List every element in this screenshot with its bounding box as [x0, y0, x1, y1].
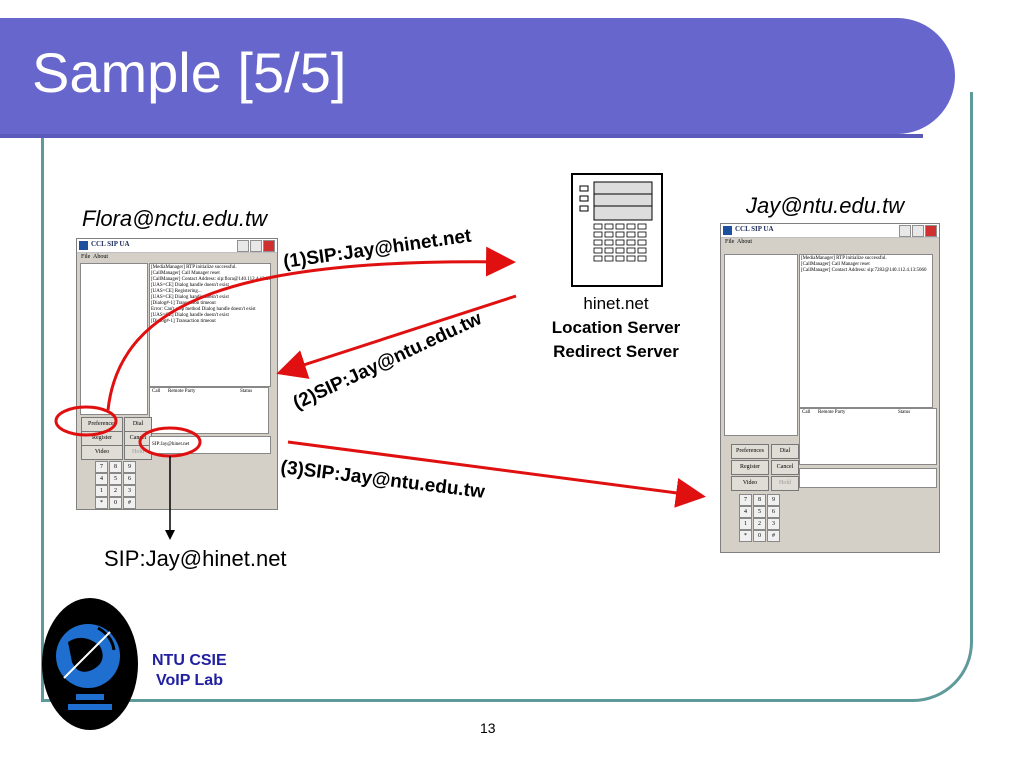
menu-about[interactable]: About: [93, 254, 109, 260]
dial-input[interactable]: SIP:Jay@hinet.net: [149, 436, 271, 454]
close-icon[interactable]: [263, 240, 275, 252]
slide-frame: [41, 92, 973, 702]
footer-line-2: VoIP Lab: [156, 672, 223, 689]
col-remote-party: Remote Party: [818, 410, 846, 415]
left-menu-bar: File About: [81, 254, 108, 260]
keypad-key-4[interactable]: 4: [95, 473, 108, 485]
maximize-icon[interactable]: [912, 225, 924, 237]
keypad-key-hash[interactable]: #: [767, 530, 780, 542]
log-line: [CallManager] Call Manager reset: [801, 262, 870, 267]
register-button[interactable]: Register: [731, 460, 769, 475]
col-remote-party: Remote Party: [168, 389, 196, 394]
keypad-key-7[interactable]: 7: [739, 494, 752, 506]
dial-input[interactable]: [799, 468, 937, 488]
preferences-highlight-oval: [54, 405, 118, 437]
log-line: [CallManager] Call Manager reset: [151, 271, 220, 276]
keypad-key-5[interactable]: 5: [753, 506, 766, 518]
log-line: [MediaManager] RTP initialize successful…: [801, 256, 887, 261]
keypad-key-5[interactable]: 5: [109, 473, 122, 485]
keypad-key-8[interactable]: 8: [753, 494, 766, 506]
server-role-location: Location Server: [551, 318, 681, 337]
close-icon[interactable]: [925, 225, 937, 237]
col-status: Status: [240, 389, 253, 394]
minimize-icon[interactable]: [899, 225, 911, 237]
right-client-address: Jay@ntu.edu.tw: [746, 193, 905, 218]
message-1-arrow: [106, 246, 516, 411]
keypad-key-4[interactable]: 4: [739, 506, 752, 518]
keypad-key-hash[interactable]: #: [123, 497, 136, 509]
right-log-panel: [MediaManager] RTP initialize successful…: [799, 254, 933, 408]
keypad-key-star[interactable]: *: [739, 530, 752, 542]
keypad-key-1[interactable]: 1: [95, 485, 108, 497]
right-menu-bar: File About: [725, 239, 752, 245]
minimize-icon[interactable]: [237, 240, 249, 252]
preferences-button[interactable]: Preferences: [731, 444, 769, 459]
keypad-key-9[interactable]: 9: [767, 494, 780, 506]
maximize-icon[interactable]: [250, 240, 262, 252]
log-line: [CallManager] Contact Address: sip:flora…: [151, 277, 271, 282]
left-client-address: Flora@nctu.edu.tw: [82, 206, 267, 231]
app-icon: [723, 226, 732, 235]
log-line: [UAS=CE] Dialog handle doesn't exist: [151, 313, 229, 318]
server-host: hinet.net: [583, 294, 649, 313]
keypad-key-8[interactable]: 8: [109, 461, 122, 473]
title-bar: [0, 18, 955, 134]
keypad-key-6[interactable]: 6: [123, 473, 136, 485]
left-call-table[interactable]: Call Remote Party Status: [149, 387, 269, 434]
left-titlebar: CCL SIP UA: [77, 239, 277, 253]
footer-line-1: NTU CSIE: [152, 652, 227, 669]
left-contact-list[interactable]: [80, 263, 148, 415]
keypad-key-3[interactable]: 3: [123, 485, 136, 497]
dial-button[interactable]: Dial: [771, 444, 799, 459]
col-status: Status: [898, 410, 911, 415]
message-3-arrow: [287, 440, 706, 508]
log-line: [CallManager] Contact Address: sip:7282@…: [801, 268, 927, 273]
cancel-button[interactable]: Cancel: [771, 460, 799, 475]
app-icon: [79, 241, 88, 250]
globe-logo-icon: [42, 598, 138, 730]
right-window-title: CCL SIP UA: [735, 225, 774, 233]
log-line: [UAS=CE] Dialog handle doesn't exist: [151, 295, 229, 300]
log-line: [UAS=CE] Registering...: [151, 289, 202, 294]
col-call: Call: [152, 389, 161, 394]
dial-callout-text: SIP:Jay@hinet.net: [104, 546, 287, 571]
keypad-key-0[interactable]: 0: [753, 530, 766, 542]
video-button[interactable]: Video: [81, 445, 123, 460]
footer-lab-name: NTU CSIE VoIP Lab: [152, 651, 227, 691]
left-log-panel: [MediaManager] RTP initialize successful…: [149, 263, 271, 387]
keypad-key-2[interactable]: 2: [753, 518, 766, 530]
message-2-arrow: [276, 294, 517, 379]
menu-file[interactable]: File: [81, 254, 91, 260]
log-line: [MediaManager] RTP initialize successful…: [151, 265, 237, 270]
left-window-title: CCL SIP UA: [91, 240, 130, 248]
keypad-key-star[interactable]: *: [95, 497, 108, 509]
keypad-key-2[interactable]: 2: [109, 485, 122, 497]
keypad-key-1[interactable]: 1: [739, 518, 752, 530]
col-call: Call: [802, 410, 811, 415]
page-number: 13: [480, 720, 496, 736]
keypad-key-3[interactable]: 3: [767, 518, 780, 530]
right-call-table[interactable]: Call Remote Party Status: [799, 408, 937, 465]
right-titlebar: CCL SIP UA: [721, 224, 939, 238]
menu-file[interactable]: File: [725, 239, 735, 245]
keypad-key-9[interactable]: 9: [123, 461, 136, 473]
video-button[interactable]: Video: [731, 476, 769, 491]
menu-about[interactable]: About: [737, 239, 753, 245]
right-sip-ua-window: CCL SIP UA File About [MediaManager] RTP…: [720, 223, 940, 553]
right-contact-list[interactable]: [724, 254, 798, 436]
title-underline: [0, 134, 923, 138]
log-line: [UAS=CE] Dialog handle doesn't exist: [151, 283, 229, 288]
slide-title: Sample [5/5]: [32, 41, 347, 104]
log-line: [Dialog#-1] Transaction timeout: [151, 319, 216, 324]
server-icon: [571, 173, 663, 287]
dial-input-highlight-oval: [138, 426, 202, 458]
server-role-redirect: Redirect Server: [553, 342, 679, 361]
keypad-key-7[interactable]: 7: [95, 461, 108, 473]
log-line: Error: Can't stop method Dialog handle d…: [151, 307, 256, 312]
keypad-key-6[interactable]: 6: [767, 506, 780, 518]
keypad-key-0[interactable]: 0: [109, 497, 122, 509]
hold-button[interactable]: Hold: [771, 476, 799, 491]
